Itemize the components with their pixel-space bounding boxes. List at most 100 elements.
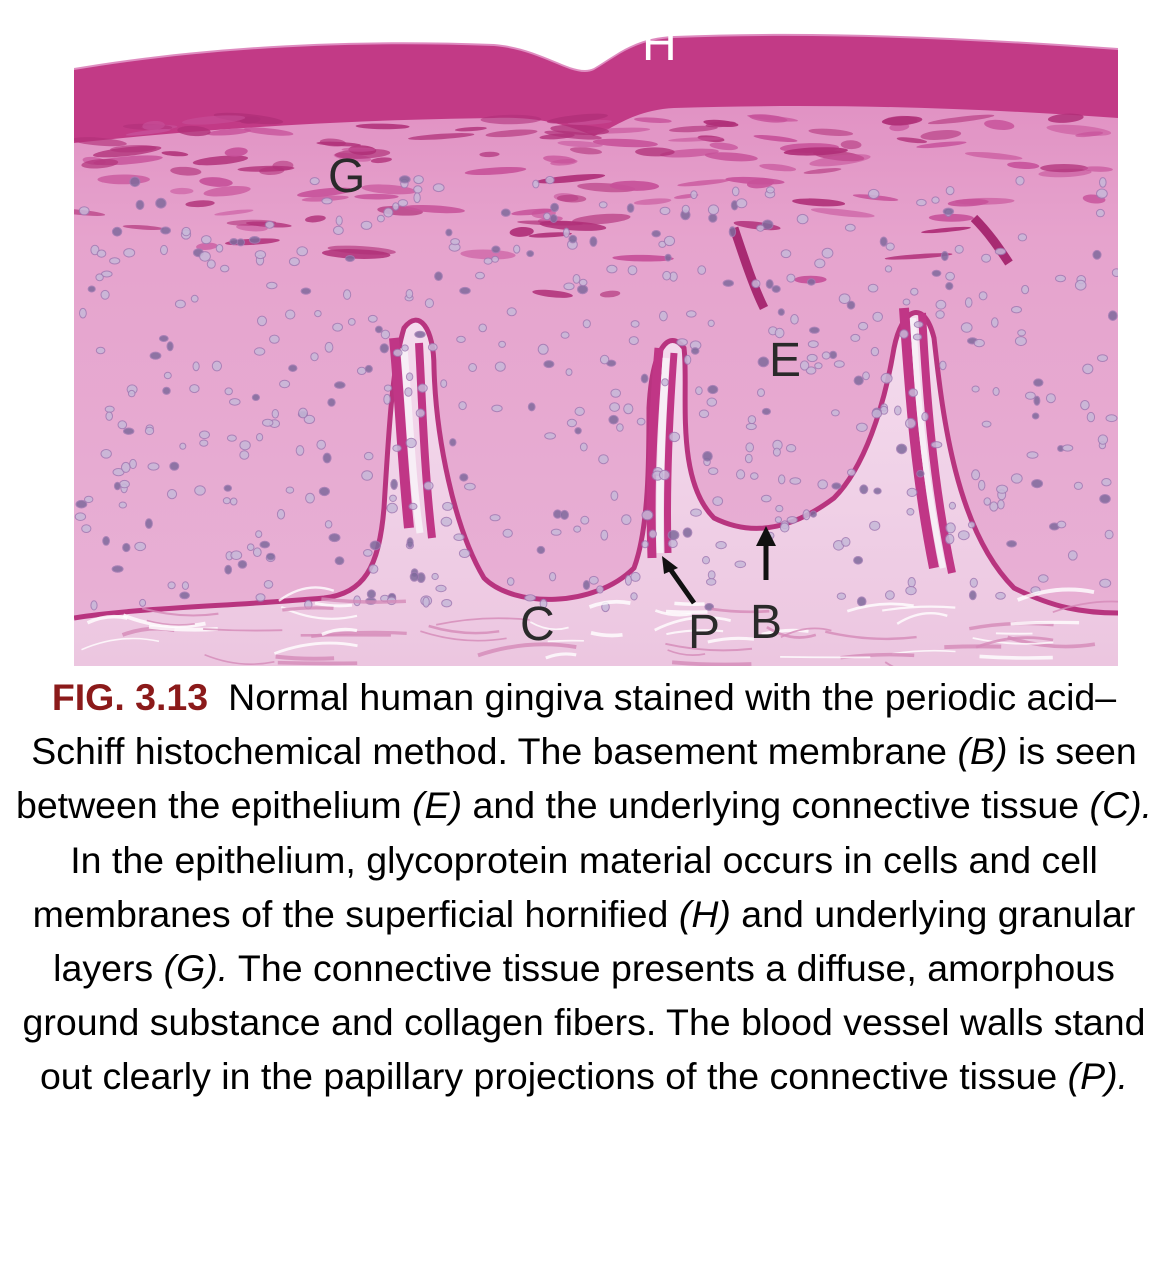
granular-streak [170, 166, 202, 176]
cell-nucleus [160, 226, 171, 235]
granular-streak [783, 147, 848, 156]
cell-nucleus [1033, 395, 1041, 406]
collagen-fiber [477, 642, 577, 658]
granular-streak [759, 163, 797, 172]
cell-nucleus [1031, 479, 1044, 489]
cell-nucleus [229, 497, 238, 506]
cell-nucleus [698, 409, 710, 419]
cell-nucleus [862, 371, 870, 381]
cell-nucleus [577, 284, 589, 295]
granular-streak [319, 138, 346, 147]
cell-nucleus [964, 297, 973, 308]
cell-nucleus [873, 487, 882, 495]
cell-nucleus [90, 600, 98, 611]
caption-ref-e: (E) [412, 784, 463, 827]
granular-streak [746, 178, 775, 189]
granular-streak [354, 193, 399, 200]
collagen-fibers [81, 586, 1118, 666]
cell-nucleus [222, 497, 231, 505]
cell-nucleus [199, 439, 209, 447]
collagen-fiber [277, 660, 358, 666]
cell-nucleus [1111, 268, 1118, 277]
granular-streak [485, 129, 538, 138]
cell-nucleus [627, 265, 638, 276]
cell-nucleus [96, 249, 107, 258]
granular-streak [110, 145, 157, 153]
granular-streak [480, 114, 542, 125]
cell-nucleus [1017, 329, 1026, 337]
granular-streak [122, 225, 164, 230]
cell-nucleus [910, 287, 919, 296]
cell-nucleus [659, 469, 670, 481]
cell-nucleus [847, 468, 856, 477]
cell-nucleus [867, 188, 880, 200]
cell-nucleus [722, 279, 734, 287]
cell-nucleus [456, 335, 466, 343]
cell-nucleus [545, 176, 555, 185]
collagen-fiber [146, 619, 195, 626]
vessel-wall-1 [389, 337, 414, 529]
collagen-fiber [882, 605, 956, 612]
cell-nucleus [389, 494, 397, 502]
cell-nucleus [744, 453, 753, 464]
cell-nucleus [122, 542, 131, 553]
granular-streak [355, 123, 410, 130]
granular-streak [479, 151, 500, 158]
cell-nucleus [572, 274, 581, 284]
cell-nucleus [683, 354, 692, 365]
collagen-fiber [1010, 620, 1080, 626]
cell-nucleus [1033, 378, 1044, 387]
granular-streaks [74, 112, 1113, 298]
collagen-fiber [711, 607, 770, 614]
cell-nucleus [230, 550, 243, 561]
cell-nucleus [74, 512, 87, 522]
cell-nucleus [600, 529, 609, 541]
granular-streak [74, 137, 127, 147]
cell-nucleus [449, 438, 457, 447]
cell-nucleus [831, 409, 840, 417]
granular-streak [214, 209, 254, 216]
collagen-fiber [436, 617, 530, 626]
cell-nucleus [908, 388, 918, 398]
granular-streak [203, 185, 251, 197]
cell-nucleus [858, 321, 869, 331]
cell-nucleus [494, 361, 506, 372]
granular-streak [259, 166, 285, 175]
cell-nucleus [945, 533, 955, 545]
cell-nucleus [706, 397, 718, 407]
cell-nucleus [907, 577, 916, 588]
granular-streak [196, 242, 218, 250]
cell-nucleus [906, 508, 915, 516]
collagen-fiber [707, 636, 755, 644]
cell-nucleus [84, 495, 94, 504]
cell-nucleus [360, 220, 373, 230]
cell-nucleus [363, 451, 374, 461]
cell-nucleus [715, 541, 727, 550]
cell-nucleus [414, 330, 426, 339]
cell-nucleus [445, 228, 453, 237]
collagen-fiber [545, 652, 577, 660]
cell-nucleus [836, 592, 847, 600]
cell-nucleus [609, 402, 620, 412]
granular-streak [634, 117, 672, 124]
cell-nucleus [417, 383, 428, 393]
collagen-fiber [979, 654, 1053, 660]
cell-nucleus [640, 373, 649, 384]
hornified-layer [74, 35, 1118, 143]
cell-nucleus [271, 409, 280, 419]
cell-nucleus [772, 447, 781, 457]
cell-nucleus [333, 225, 344, 235]
cell-nucleus [263, 580, 274, 589]
cell-nucleus [117, 420, 128, 430]
cell-nucleus [253, 347, 266, 356]
cell-nucleus [780, 249, 792, 259]
granular-streak [709, 142, 739, 151]
cell-nucleus [409, 571, 419, 582]
cell-nucleus [885, 242, 895, 251]
cell-nucleus [285, 486, 295, 494]
granular-streak [532, 289, 573, 298]
cell-nucleus [310, 352, 319, 362]
cell-nucleus [747, 415, 757, 425]
collagen-fiber [588, 599, 631, 609]
cell-nucleus [361, 470, 374, 481]
